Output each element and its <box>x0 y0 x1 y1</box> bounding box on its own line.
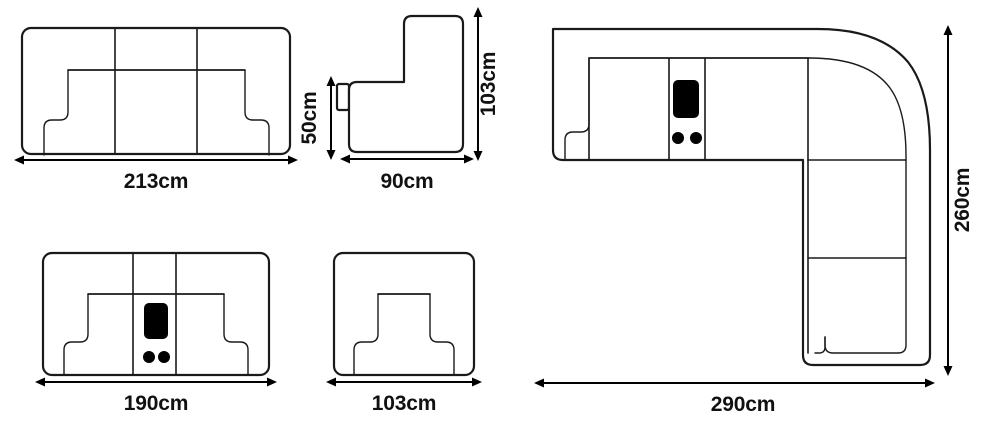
view-three-seater-front <box>20 26 292 156</box>
corner-group-back-inner-curve <box>808 57 907 354</box>
view-two-seater-front <box>41 251 271 377</box>
side-profile-rear-tab <box>335 82 351 112</box>
dimension-103cm-height: 103cm <box>473 7 500 161</box>
dimension-103cm-width: 103cm <box>326 377 482 415</box>
dimension-90cm: 90cm <box>340 154 474 193</box>
side-profile-body <box>347 14 465 154</box>
dim-50-label: 50cm <box>298 92 321 145</box>
dimension-290cm: 290cm <box>534 378 935 416</box>
view-armchair-front <box>332 251 476 377</box>
dim-103h-label: 103cm <box>477 52 500 116</box>
view-corner-group-plan <box>551 27 932 367</box>
corner-console-button-right-icon <box>690 132 702 144</box>
dimension-190cm: 190cm <box>35 377 277 415</box>
dimension-213cm: 213cm <box>14 155 298 193</box>
two-seater-console-button-right-icon <box>158 351 170 363</box>
dim-290-label: 290cm <box>711 393 775 416</box>
view-side-profile <box>335 14 465 154</box>
two-seater-console-button-left-icon <box>143 351 155 363</box>
dimension-260cm: 260cm <box>943 25 974 376</box>
dim-260-label: 260cm <box>951 168 974 232</box>
armchair-body <box>332 251 476 377</box>
dimension-50cm: 50cm <box>298 76 336 160</box>
corner-console-button-left-icon <box>672 132 684 144</box>
two-seater-console-screen-icon <box>144 303 168 339</box>
corner-console-screen-icon <box>673 80 699 118</box>
three-seater-body <box>20 26 292 156</box>
dim-213-label: 213cm <box>124 170 188 193</box>
dim-190-label: 190cm <box>124 392 188 415</box>
dim-90-label: 90cm <box>381 170 434 193</box>
corner-group-bottom-arm-inner <box>814 336 826 354</box>
dim-103w-label: 103cm <box>372 392 436 415</box>
corner-group-outer-body <box>551 27 932 367</box>
